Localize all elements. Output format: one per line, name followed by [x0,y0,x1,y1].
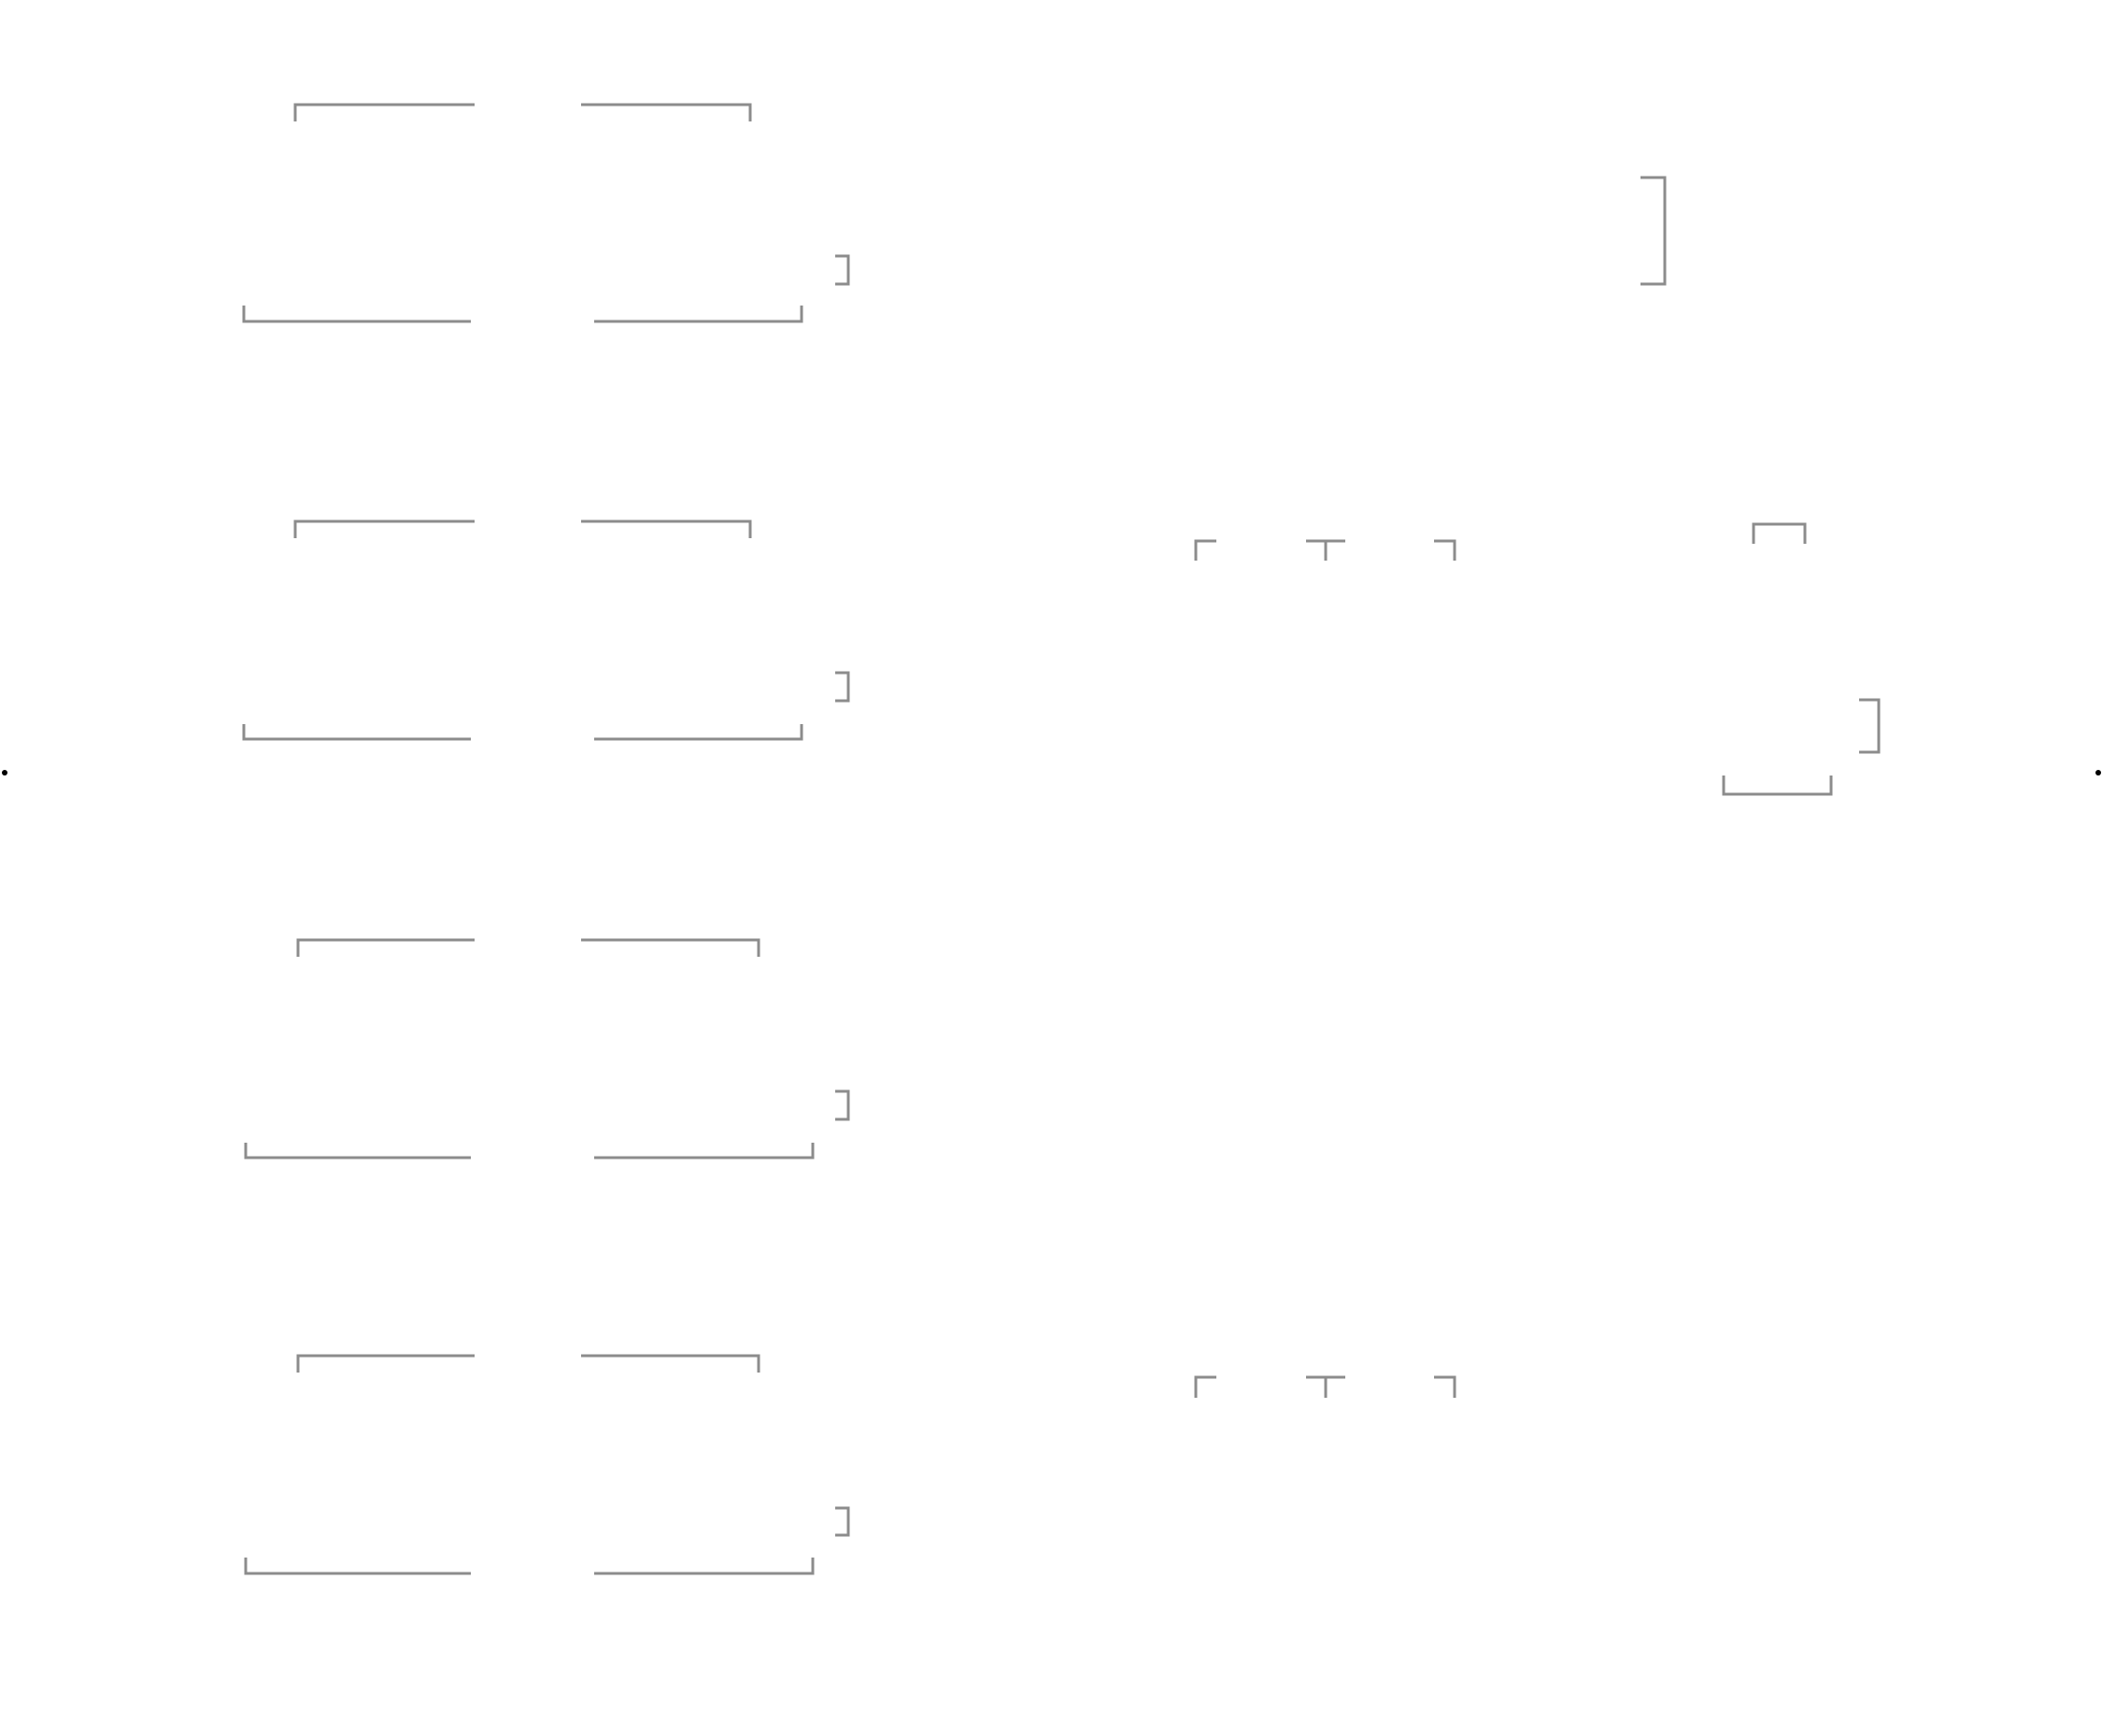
top-right-bracket [581,519,752,538]
bottom-right-bracket [594,1558,815,1575]
right-edge-point [2095,770,2101,776]
bracket-group [244,1354,850,1575]
bracket-group [242,103,850,323]
bracket-group [244,938,850,1160]
tick-row [1194,539,1456,561]
small-bottom-bracket [1722,776,1833,796]
top-left-bracket [293,519,475,538]
left-edge-point [2,770,7,776]
bottom-left-bracket [242,306,471,323]
bottom-right-bracket [594,724,803,741]
top-left-bracket [296,938,475,957]
bottom-left-bracket [242,724,471,741]
top-left-bracket [296,1354,475,1373]
bottom-right-bracket [594,306,803,323]
tick-right [1434,539,1456,561]
tick-row [1194,1375,1456,1398]
small-top-bracket [1752,522,1807,544]
side-bracket [835,1506,850,1537]
bottom-right-bracket [594,1143,815,1160]
tick-center [1306,539,1345,561]
small-side-bracket [1859,698,1881,754]
side-bracket [835,254,850,286]
tick-left [1194,539,1216,561]
tall-side-bracket [1640,176,1667,286]
tick-center [1306,1375,1345,1398]
top-right-bracket [581,938,760,957]
bracket-group [242,519,850,741]
bottom-left-bracket [244,1558,471,1575]
bottom-left-bracket [244,1143,471,1160]
side-bracket [835,671,850,703]
top-left-bracket [293,103,475,121]
side-bracket [835,1089,850,1121]
top-right-bracket [581,103,752,121]
tick-left [1194,1375,1216,1398]
top-right-bracket [581,1354,760,1373]
tick-right [1434,1375,1456,1398]
